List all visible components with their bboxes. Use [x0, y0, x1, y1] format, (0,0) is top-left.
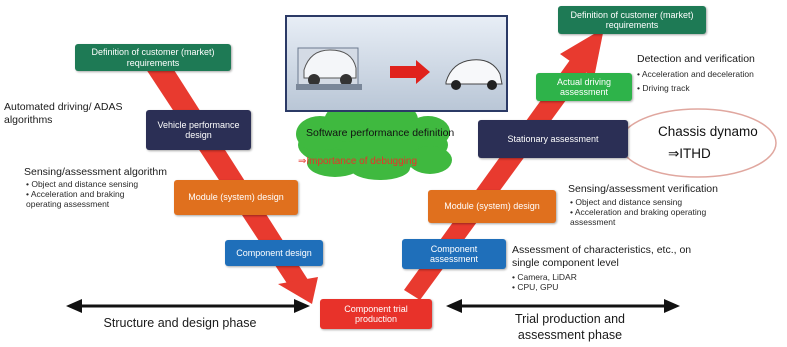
chassis-dynamo-bubble — [615, 108, 777, 178]
detection-items: • Acceleration and deceleration • Drivin… — [637, 69, 754, 93]
right-sensing-item: • Acceleration and braking operating ass… — [570, 207, 707, 228]
left-sensing-item: • Acceleration and braking operating ass… — [26, 189, 125, 210]
left-descending-arrow — [140, 48, 318, 304]
detection-item: • Acceleration and deceleration — [637, 69, 754, 79]
right-definition-requirements-box: Definition of customer (market) requirem… — [558, 6, 706, 34]
characteristics-label: Assessment of characteristics, etc., on … — [512, 244, 692, 269]
component-design-box: Component design — [225, 240, 323, 266]
left-sensing-items: • Object and distance sensing • Accelera… — [26, 179, 151, 210]
structure-design-phase-label: Structure and design phase — [103, 316, 257, 330]
component-assessment-box: Component assessment — [402, 239, 506, 269]
left-module-design-box: Module (system) design — [174, 180, 298, 215]
detection-verification-label: Detection and verification — [637, 53, 755, 65]
characteristics-item: • CPU, GPU — [512, 282, 559, 293]
actual-driving-assessment-box: Actual driving assessment — [536, 73, 632, 101]
sensing-algorithm-label: Sensing/assessment algorithm — [24, 166, 167, 178]
left-sensing-item: • Object and distance sensing — [26, 179, 139, 189]
detection-item: • Driving track — [637, 83, 690, 94]
double-arrow-right — [446, 299, 680, 313]
trial-assessment-phase-label: Trial production and assessment phase — [514, 312, 626, 342]
stationary-assessment-box: Stationary assessment — [478, 120, 628, 158]
vehicle-performance-design-box: Vehicle performance design — [146, 110, 251, 150]
right-module-design-box: Module (system) design — [428, 190, 556, 223]
left-definition-requirements-box: Definition of customer (market) requirem… — [75, 44, 231, 71]
right-sensing-items: • Object and distance sensing • Accelera… — [570, 197, 720, 228]
right-sensing-item: • Object and distance sensing — [570, 197, 683, 207]
sensing-verification-label: Sensing/assessment verification — [568, 183, 718, 195]
component-trial-production-box: Component trial production — [320, 299, 432, 329]
cloud-shape — [296, 102, 452, 180]
characteristics-item: • Camera, LiDAR — [512, 272, 577, 282]
double-arrow-left — [66, 299, 310, 313]
cloud-title: Software performance definition — [306, 127, 455, 139]
cloud-subtitle: ⇒Importance of debugging — [298, 156, 418, 167]
vehicle-photo — [285, 15, 508, 112]
bubble-line-1: Chassis dynamo — [658, 124, 758, 139]
bubble-line-2: ⇒ITHD — [668, 146, 711, 161]
characteristics-items: • Camera, LiDAR • CPU, GPU — [512, 272, 577, 292]
automated-driving-label: Automated driving/ ADAS algorithms — [4, 101, 123, 126]
